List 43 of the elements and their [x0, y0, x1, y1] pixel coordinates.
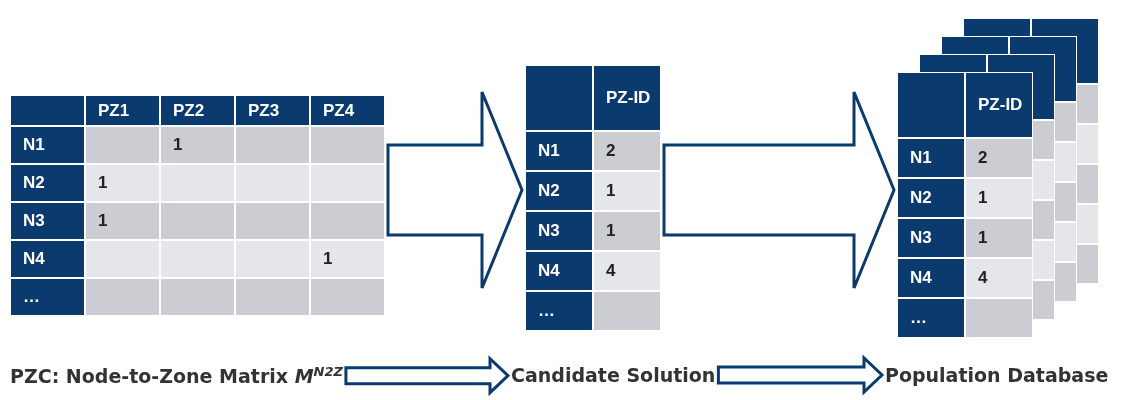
row-header-cell: N2 — [526, 172, 592, 210]
data-cell: 1 — [161, 127, 234, 163]
caption: Population Database — [885, 364, 1109, 386]
block-arrow — [386, 90, 524, 290]
column-header-cell: PZ1 — [86, 96, 159, 125]
row-header-cell: N3 — [898, 219, 964, 257]
column-header-cell: PZ-ID — [594, 66, 660, 130]
data-cell: 1 — [966, 179, 1032, 217]
column-header-cell: PZ-ID — [966, 73, 1032, 137]
row-header-cell: N2 — [898, 179, 964, 217]
data-cell: 2 — [966, 139, 1032, 177]
data-cell: 1 — [594, 212, 660, 250]
row-header-cell: N3 — [11, 203, 84, 239]
row-header-cell: N4 — [11, 241, 84, 277]
data-table — [10, 95, 385, 316]
row-header-cell: N4 — [526, 252, 592, 290]
data-table — [897, 72, 1033, 338]
data-cell: 1 — [311, 241, 384, 277]
row-header-cell: N2 — [11, 165, 84, 201]
data-cell: 2 — [594, 132, 660, 170]
column-header-cell: PZ2 — [161, 96, 234, 125]
row-header-cell: … — [898, 299, 964, 337]
data-cell: 1 — [86, 203, 159, 239]
row-header-cell: N3 — [526, 212, 592, 250]
data-cell: 4 — [966, 259, 1032, 297]
row-header-cell: N1 — [898, 139, 964, 177]
block-arrow — [344, 355, 511, 397]
row-header-cell: N1 — [526, 132, 592, 170]
row-header-cell: N4 — [898, 259, 964, 297]
caption: PZC: Node-to-Zone Matrix M$^{N2Z}$ — [10, 364, 343, 388]
data-cell: 1 — [86, 165, 159, 201]
data-cell: 1 — [594, 172, 660, 210]
block-arrow — [716, 354, 885, 396]
row-header-cell: … — [526, 292, 592, 330]
data-cell: 4 — [594, 252, 660, 290]
data-table — [525, 65, 661, 331]
column-header-cell: PZ3 — [236, 96, 309, 125]
row-header-cell: N1 — [11, 127, 84, 163]
data-cell: 1 — [966, 219, 1032, 257]
row-header-cell: … — [11, 279, 84, 315]
caption: Candidate Solution — [511, 364, 716, 386]
block-arrow — [662, 90, 896, 290]
column-header-cell: PZ4 — [311, 96, 384, 125]
